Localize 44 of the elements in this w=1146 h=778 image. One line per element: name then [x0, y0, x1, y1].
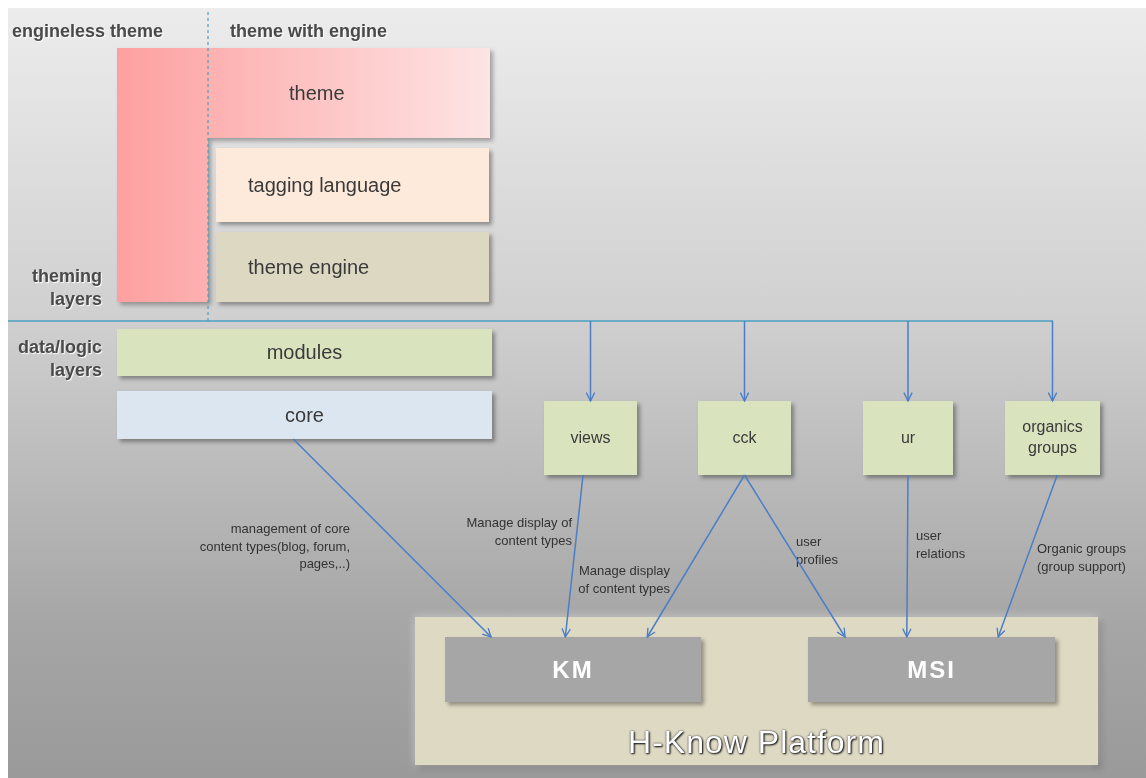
layer-heading: theming layers [31, 265, 102, 310]
edge-label: Manage display of content types [465, 514, 572, 550]
arrow [585, 320, 596, 402]
arrow [996, 474, 1058, 638]
edge-label: user profiles [796, 533, 839, 569]
layer-heading: engineless theme [12, 20, 165, 43]
layer-box [117, 329, 492, 376]
box-label: organics groups [1021, 417, 1084, 458]
layer-heading: theme with engine [230, 20, 389, 43]
box-label: ur [900, 427, 916, 448]
platform-panel [415, 617, 1098, 765]
box-label: core [285, 403, 324, 427]
arrow [292, 438, 492, 638]
arrow [903, 320, 913, 402]
box-label: cck [732, 427, 757, 448]
arrow [739, 320, 750, 402]
module-box [698, 401, 791, 475]
layer-heading: data/logic layers [17, 336, 102, 381]
box-label: theme engine [248, 255, 370, 279]
box-label: views [570, 427, 611, 448]
layer-box [117, 391, 492, 439]
module-box [1005, 401, 1100, 475]
box-label: tagging language [248, 173, 402, 197]
module-box [863, 401, 953, 475]
component-box [445, 637, 701, 702]
box-label: MSI [907, 655, 956, 684]
box-label: theme [289, 82, 345, 105]
box-label: modules [266, 341, 343, 364]
arrow [646, 474, 746, 638]
arrow [743, 474, 846, 638]
edge-label: management of core content types(blog, forum, pages,..) [198, 520, 350, 573]
layer-box [216, 148, 489, 222]
module-box [544, 401, 637, 475]
layer-box [117, 48, 490, 302]
component-box [808, 637, 1055, 702]
box-label: KM [552, 655, 594, 684]
arrow [902, 474, 912, 638]
layer-box [216, 232, 489, 302]
arrow [1047, 320, 1058, 402]
panel-title: H-Know Platform [627, 724, 886, 761]
edge-label: Manage display of content types [577, 562, 670, 598]
edge-label: Organic groups (group support) [1037, 540, 1127, 576]
arrow [561, 474, 584, 638]
edge-label: user relations [916, 527, 967, 563]
